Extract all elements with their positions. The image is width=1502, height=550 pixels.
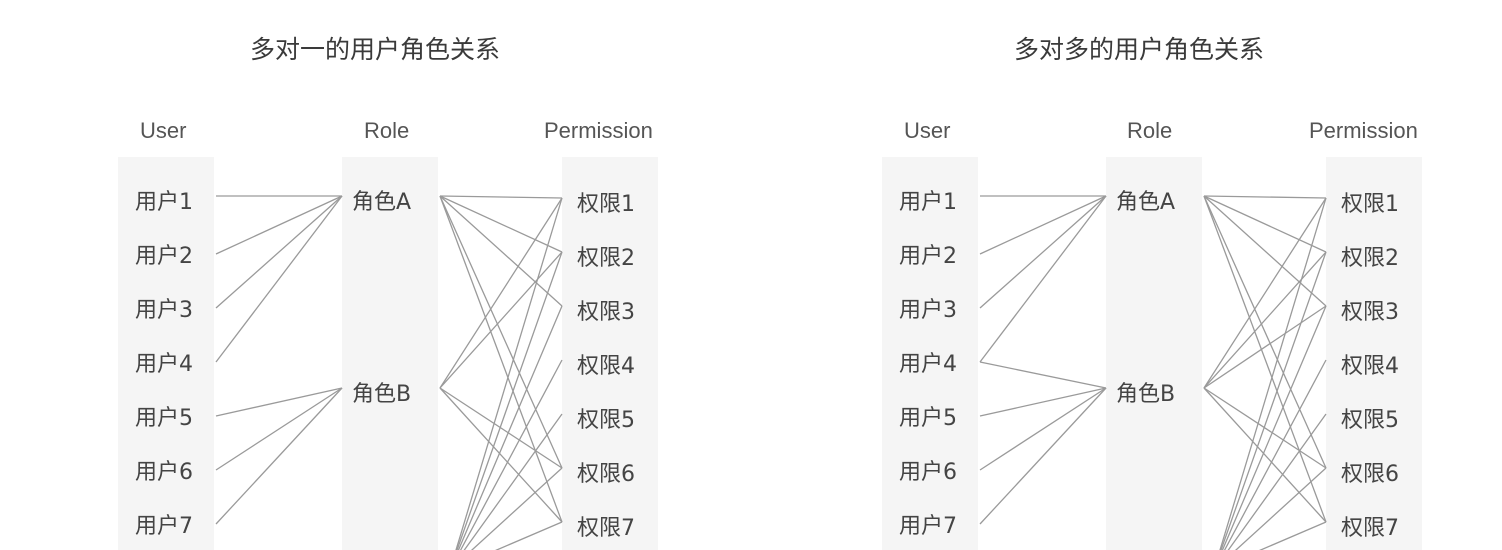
role-node: 角色B [352,382,412,407]
role-permission-link [463,413,563,550]
user-node: 用户2 [135,244,193,269]
user-role-link [979,387,1107,417]
role-permission-link [1203,195,1327,307]
user-node: 用户2 [899,244,957,269]
user-node: 用户3 [135,298,193,323]
role-permission-link [439,387,563,469]
role-column [342,157,438,550]
user-node: 用户7 [135,514,193,539]
user-node: 用户3 [899,298,957,323]
role-permission-link [1220,251,1327,550]
role-permission-link [1219,197,1327,550]
role-permission-link [457,305,563,550]
user-role-link [979,387,1107,525]
user-role-link [979,195,1107,363]
role-column [1106,157,1202,550]
role-permission-link [1203,195,1327,469]
role-permission-link [1223,359,1327,550]
permission-node: 权限2 [1341,246,1399,271]
user-node: 用户4 [899,352,957,377]
role-permission-link [439,195,563,469]
permission-node: 权限7 [577,516,635,541]
user-node: 用户5 [899,406,957,431]
user-node: 用户4 [135,352,193,377]
permission-node: 权限5 [1341,408,1399,433]
panel-title: 多对一的用户角色关系 [250,35,501,64]
role-node: 角色A [1116,190,1176,215]
permission-node: 权限5 [577,408,635,433]
role-permission-link [439,197,563,389]
permission-node: 权限6 [577,462,635,487]
role-permission-link [439,387,563,523]
user-role-link [215,387,343,525]
permission-node: 权限7 [1341,516,1399,541]
permission-node: 权限4 [1341,354,1399,379]
user-role-link [215,387,343,471]
role-permission-link [470,467,563,550]
role-permission-link [1234,467,1327,550]
permission-column [562,157,658,550]
role-permission-link [455,197,563,550]
permission-node: 权限1 [577,192,635,217]
role-column-header: Role [1127,118,1173,143]
user-node: 用户6 [899,460,957,485]
user-role-link [979,195,1107,309]
role-permission-link [1203,305,1327,389]
user-node: 用户1 [135,190,193,215]
permission-column [1326,157,1422,550]
role-permission-link [1203,251,1327,389]
role-permission-link [1203,195,1327,199]
role-permission-link [439,251,563,389]
user-role-link [979,361,1107,389]
role-permission-link [1203,387,1327,523]
permission-node: 权限1 [1341,192,1399,217]
user-column [882,157,978,550]
permission-node: 权限4 [577,354,635,379]
permission-column-header: Permission [544,118,653,143]
user-column-header: User [904,118,951,143]
role-column-header: Role [364,118,410,143]
permission-column-header: Permission [1309,118,1418,143]
role-permission-link [495,521,563,550]
permission-node: 权限2 [577,246,635,271]
role-permission-link [1221,305,1327,550]
role-permission-link [439,195,563,199]
user-role-link [215,195,343,255]
role-permission-link [1203,197,1327,389]
user-node: 用户7 [899,514,957,539]
role-node: 角色B [1116,382,1176,407]
user-column [118,157,214,550]
role-permission-link [1259,521,1327,550]
permission-node: 权限6 [1341,462,1399,487]
role-permission-link [459,359,563,550]
user-column-header: User [140,118,187,143]
user-role-link [215,195,343,363]
user-role-link [979,387,1107,471]
role-permission-link [1203,195,1327,253]
role-permission-link [439,195,563,253]
role-permission-link [1203,195,1327,523]
role-permission-link [439,195,563,307]
user-role-link [979,195,1107,255]
user-role-link [215,387,343,417]
role-permission-link [1203,387,1327,469]
panel-title: 多对多的用户角色关系 [1014,35,1265,64]
role-permission-link [439,195,563,523]
user-node: 用户6 [135,460,193,485]
user-node: 用户1 [899,190,957,215]
permission-node: 权限3 [577,300,635,325]
role-permission-link [1227,413,1327,550]
user-role-link [215,195,343,309]
permission-node: 权限3 [1341,300,1399,325]
role-node: 角色A [352,190,412,215]
user-node: 用户5 [135,406,193,431]
role-permission-link [456,251,563,550]
